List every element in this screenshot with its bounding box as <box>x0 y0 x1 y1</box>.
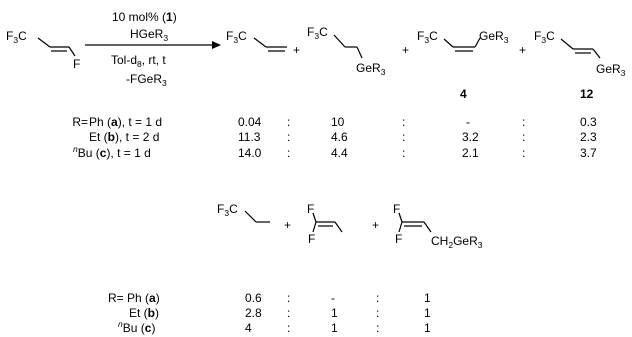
svg-text:F3C: F3C <box>307 25 328 41</box>
table-row: nBu (c) 4 : 1 : 1 <box>118 319 431 335</box>
svg-text:0.3: 0.3 <box>580 115 597 129</box>
plus-sign: + <box>519 43 526 57</box>
product-trifluoropropane: F3C <box>217 202 270 223</box>
product-e-vinylgermane: F3C GeR3 12 <box>534 29 626 101</box>
reaction-arrow <box>85 41 221 49</box>
catalyst-label: 10 mol% (1) <box>112 10 177 24</box>
svg-text:F: F <box>393 202 400 216</box>
svg-text:-: - <box>331 291 335 305</box>
reactant-cf3-label: F3C <box>6 29 27 45</box>
svg-text:nBu (c), t = 1 d: nBu (c), t = 1 d <box>73 144 151 160</box>
svg-text:0.04: 0.04 <box>238 115 262 129</box>
svg-text:0.6: 0.6 <box>245 291 262 305</box>
plus-sign: + <box>293 43 300 57</box>
svg-text::: : <box>287 130 290 144</box>
svg-text:F: F <box>307 202 314 216</box>
ratio-table-top: R= Ph (a), t = 1 d 0.04 : 10 : - : 0.3 E… <box>72 115 597 160</box>
svg-text:2.1: 2.1 <box>462 146 479 160</box>
reactant-structure: F3C F <box>6 29 80 71</box>
svg-text:1: 1 <box>331 306 338 320</box>
svg-text:GeR3: GeR3 <box>479 29 509 45</box>
svg-text:4.6: 4.6 <box>331 130 348 144</box>
svg-text:10: 10 <box>331 115 345 129</box>
svg-text:1: 1 <box>424 321 431 335</box>
svg-text::: : <box>287 291 290 305</box>
svg-text::: : <box>287 321 290 335</box>
compound-label-12: 12 <box>580 87 594 101</box>
plus-sign: + <box>372 218 379 232</box>
solvent-label: Tol-d8, rt, t <box>111 53 166 69</box>
svg-text:CH2GeR3: CH2GeR3 <box>431 234 483 250</box>
svg-text:2.3: 2.3 <box>580 130 597 144</box>
table-row: R= Ph (a) 0.6 : - : 1 <box>108 291 431 305</box>
table-row: nBu (c), t = 1 d 14.0 : 4.4 : 2.1 : 3.7 <box>73 144 597 160</box>
product-hydrogermylation: F3C GeR3 <box>307 25 386 77</box>
product-difluoroallylgermane: F F CH2GeR3 <box>393 202 483 250</box>
svg-text::: : <box>522 130 525 144</box>
svg-text::: : <box>376 291 379 305</box>
product-z-vinylgermane: F3C GeR3 4 <box>417 29 509 101</box>
product-difluoropropene: F F <box>307 202 343 246</box>
svg-text:F3C: F3C <box>534 29 555 45</box>
svg-text::: : <box>522 115 525 129</box>
svg-text:Et (b), t = 2 d: Et (b), t = 2 d <box>89 130 159 144</box>
svg-text:4.4: 4.4 <box>331 146 348 160</box>
svg-text:R=: R= <box>72 115 88 129</box>
ratio-table-bottom: R= Ph (a) 0.6 : - : 1 Et (b) 2.8 : 1 : 1… <box>108 291 431 335</box>
svg-text:2.8: 2.8 <box>245 306 262 320</box>
svg-text::: : <box>376 306 379 320</box>
svg-text:4: 4 <box>245 321 252 335</box>
svg-text:F3C: F3C <box>417 29 438 45</box>
svg-text:R= Ph (a): R= Ph (a) <box>108 291 160 305</box>
svg-text:GeR3: GeR3 <box>356 61 386 77</box>
svg-text::: : <box>287 146 290 160</box>
plus-sign: + <box>284 218 291 232</box>
table-row: Et (b) 2.8 : 1 : 1 <box>129 306 431 320</box>
svg-text::: : <box>402 115 405 129</box>
svg-text::: : <box>522 146 525 160</box>
svg-text:14.0: 14.0 <box>238 146 262 160</box>
svg-text:nBu (c): nBu (c) <box>118 319 155 335</box>
svg-text:11.3: 11.3 <box>238 130 261 144</box>
svg-text::: : <box>376 321 379 335</box>
svg-text:-: - <box>466 115 470 129</box>
product-trifluoropropene: F3C <box>226 29 287 52</box>
svg-text:F: F <box>395 232 402 246</box>
svg-text:F: F <box>308 232 315 246</box>
table-row: R= Ph (a), t = 1 d 0.04 : 10 : - : 0.3 <box>72 115 597 129</box>
svg-text:Ph (a), t = 1 d: Ph (a), t = 1 d <box>89 115 162 129</box>
reagent-label: HGeR3 <box>130 27 168 43</box>
svg-text::: : <box>402 146 405 160</box>
table-row: Et (b), t = 2 d 11.3 : 4.6 : 3.2 : 2.3 <box>89 130 597 144</box>
svg-text:F3C: F3C <box>217 202 238 218</box>
svg-text:Et (b): Et (b) <box>129 306 159 320</box>
compound-label-4: 4 <box>460 87 467 101</box>
reactant-fluorine-label: F <box>73 57 80 71</box>
svg-text:F3C: F3C <box>226 29 247 45</box>
svg-text:3.7: 3.7 <box>580 146 597 160</box>
svg-text::: : <box>402 130 405 144</box>
svg-text:1: 1 <box>331 321 338 335</box>
svg-text:1: 1 <box>424 291 431 305</box>
svg-text:3.2: 3.2 <box>462 130 479 144</box>
svg-text::: : <box>287 306 290 320</box>
byproduct-label: -FGeR3 <box>126 72 167 88</box>
plus-sign: + <box>402 43 409 57</box>
svg-text:1: 1 <box>424 306 431 320</box>
svg-text:GeR3: GeR3 <box>596 62 626 78</box>
svg-text::: : <box>287 115 290 129</box>
